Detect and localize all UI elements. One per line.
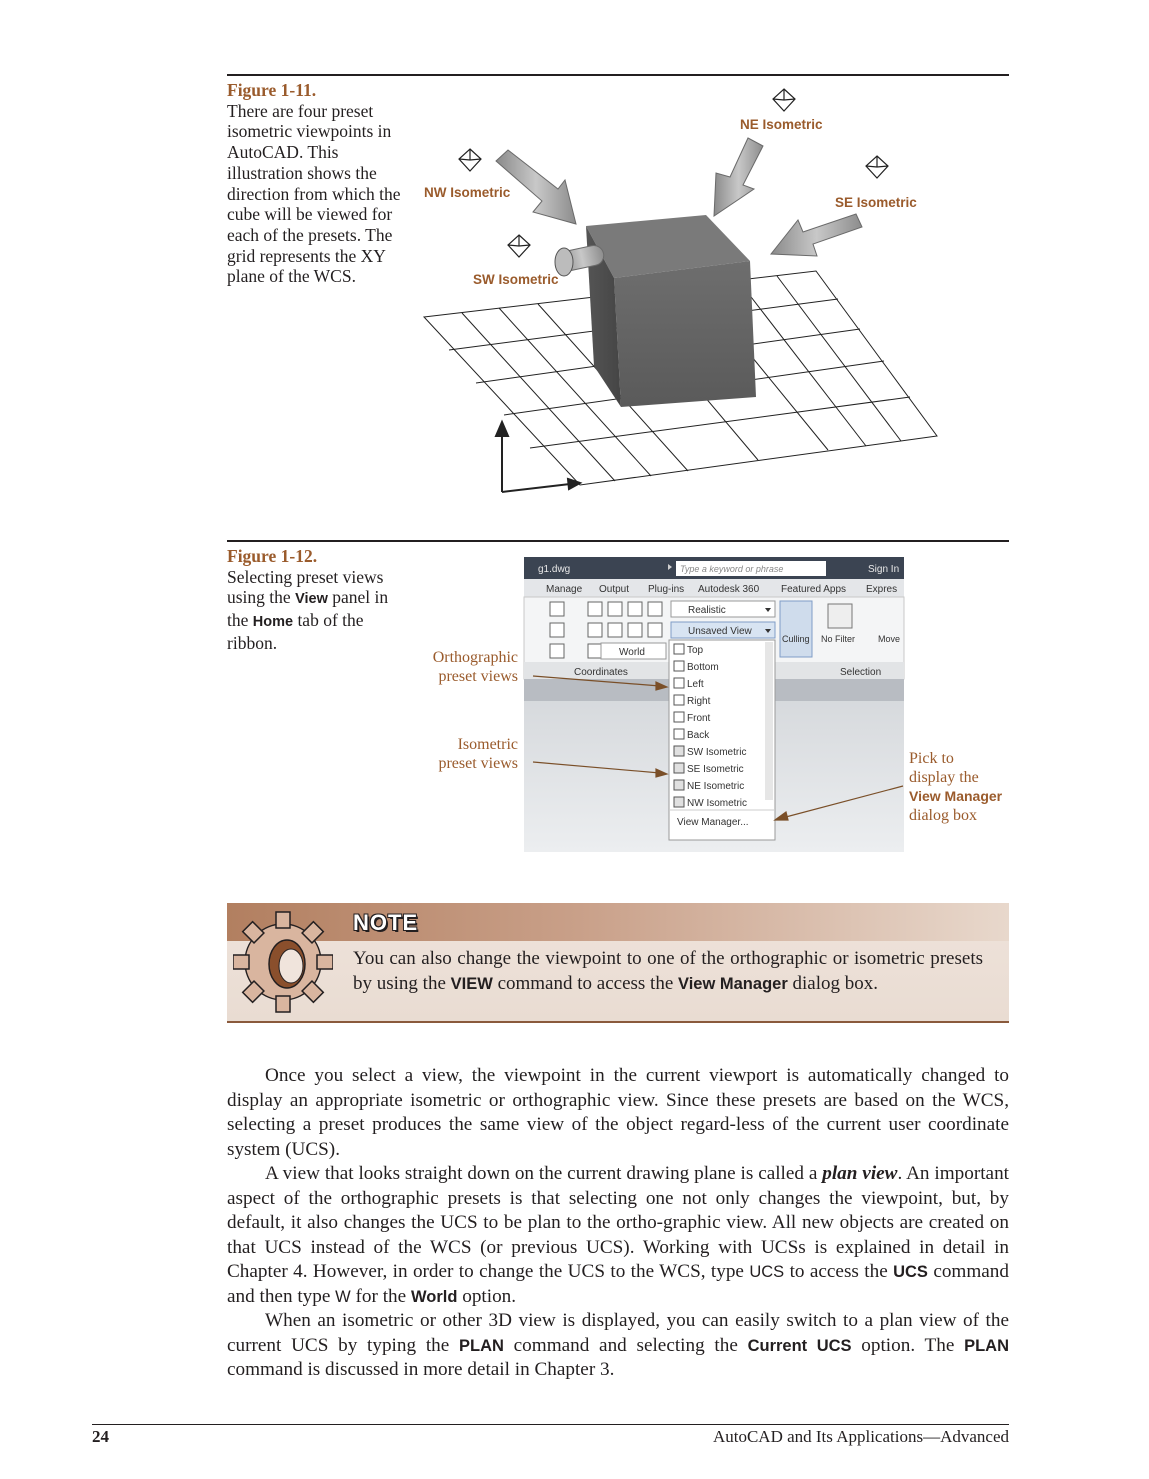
culling-button[interactable]: Culling <box>782 634 810 644</box>
ortho-view-icon <box>673 643 685 655</box>
ortho-view-icon <box>673 660 685 672</box>
book-title: AutoCAD and Its Applications—Advanced <box>712 1427 1009 1446</box>
body-text: Once you select a view, the viewpoint in… <box>227 1064 1009 1383</box>
view-arrows <box>495 137 863 277</box>
iso-view-icon <box>673 779 685 791</box>
ortho-view-icon <box>673 677 685 689</box>
ortho-view-icon <box>673 694 685 706</box>
view-list-item[interactable]: SE Isometric <box>687 764 744 775</box>
ribbon-tab[interactable]: Manage <box>546 584 583 595</box>
search-box[interactable] <box>676 561 826 576</box>
ribbon-tab[interactable]: Output <box>599 584 629 595</box>
view-list-item[interactable]: SW Isometric <box>687 747 746 758</box>
ucs-world[interactable]: World <box>619 647 645 658</box>
paragraph-1: Once you select a view, the viewpoint in… <box>227 1065 1009 1160</box>
figure-12-rule <box>227 540 1009 542</box>
paragraph-2: A view that looks straight down on the c… <box>227 1163 1009 1307</box>
note-title: NOTE <box>353 910 419 935</box>
ribbon-tab[interactable]: Autodesk 360 <box>698 584 760 595</box>
se-isometric-icon <box>865 155 889 179</box>
note-text: You can also change the viewpoint to one… <box>353 948 983 994</box>
note-box: NOTE You can also change the viewpoint t… <box>227 903 1009 1023</box>
figure-11-rule <box>227 74 1009 76</box>
ribbon-tab[interactable]: Featured Apps <box>781 584 846 595</box>
nw-isometric-label: NW Isometric <box>424 185 511 200</box>
wcs-icon <box>494 419 583 493</box>
figure-11-caption: Figure 1-11. There are four preset isome… <box>227 80 407 287</box>
view-list-item[interactable]: NE Isometric <box>687 781 744 792</box>
visual-style-dropdown[interactable]: Realistic <box>688 605 726 616</box>
ne-isometric-icon <box>772 88 796 112</box>
sign-in[interactable]: Sign In <box>868 564 899 575</box>
leader-lines <box>532 675 904 821</box>
coordinates-panel-label: Coordinates <box>574 667 628 678</box>
view-list-item[interactable]: NW Isometric <box>687 798 747 809</box>
figure-12-number: Figure 1-12. <box>227 546 318 566</box>
se-isometric-label: SE Isometric <box>835 195 917 210</box>
no-filter-button[interactable]: No Filter <box>821 634 855 644</box>
sw-isometric-label: SW Isometric <box>473 272 559 287</box>
file-tab: g1.dwg <box>538 564 570 575</box>
ribbon-tab[interactable]: Plug-ins <box>648 584 684 595</box>
iso-view-icon <box>673 745 685 757</box>
view-list-item[interactable]: Right <box>687 696 711 707</box>
figure-11-illustration: NE Isometric NW Isometric SE Isometric S… <box>422 88 938 493</box>
ortho-view-icon <box>673 728 685 740</box>
nw-isometric-icon <box>458 148 482 172</box>
figure-11-caption-text: There are four preset isometric viewpoin… <box>227 100 401 287</box>
view-manager-callout: Pick to display the View Manager dialog … <box>909 750 1003 824</box>
move-button[interactable]: Move <box>878 634 900 644</box>
view-dropdown[interactable]: Unsaved View <box>688 626 753 637</box>
iso-view-icon <box>673 796 685 808</box>
ortho-view-icon <box>673 711 685 723</box>
gear-icon <box>233 911 333 1013</box>
paragraph-3: When an isometric or other 3D view is di… <box>227 1310 1009 1380</box>
orthographic-callout: Orthographic preset views <box>432 649 518 685</box>
page-footer: 24 AutoCAD and Its Applications—Advanced <box>92 1424 1009 1451</box>
note-header <box>227 903 1009 941</box>
figure-12-caption: Figure 1-12. Selecting preset views usin… <box>227 546 407 654</box>
iso-view-icon <box>673 762 685 774</box>
view-list-item[interactable]: Left <box>687 679 704 690</box>
view-list-item[interactable]: Back <box>687 730 710 741</box>
ribbon-tab[interactable]: Expres <box>866 584 897 595</box>
sw-isometric-icon <box>507 234 531 258</box>
view-manager-item[interactable]: View Manager... <box>677 817 749 828</box>
selection-panel-label: Selection <box>840 667 881 678</box>
figure-12-screenshot: g1.dwg Type a keyword or phrase Sign In … <box>523 557 905 852</box>
view-list-item[interactable]: Front <box>687 713 711 724</box>
ne-isometric-label: NE Isometric <box>740 117 823 132</box>
svg-text:Type a keyword or phrase: Type a keyword or phrase <box>680 564 783 574</box>
view-list-item[interactable]: Top <box>687 645 704 656</box>
cube <box>586 215 756 407</box>
figure-11-number: Figure 1-11. <box>227 80 317 100</box>
isometric-callout: Isometric preset views <box>438 736 518 772</box>
page-number: 24 <box>92 1427 109 1446</box>
view-list-item[interactable]: Bottom <box>687 662 719 673</box>
